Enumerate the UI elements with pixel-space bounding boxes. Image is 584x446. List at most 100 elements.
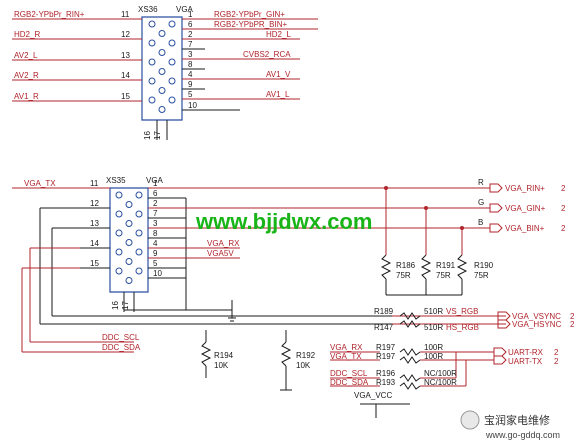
xs36-signal-14: AV2_R (14, 71, 39, 80)
xs35-pin-10: 10 (153, 269, 162, 278)
r190-value: 75R (474, 271, 489, 280)
xs36-signal-1: RGB2-YPbPr_GIN+ (214, 10, 285, 19)
watermark-badge-icon (460, 410, 480, 430)
out-vga-vsync-sheet: 2 (570, 312, 575, 321)
xs35-pin-7: 7 (153, 209, 158, 218)
r197b-value: 100R (424, 352, 443, 361)
connector-pin-dot (135, 210, 143, 218)
xs35-pin-8: 8 (153, 229, 158, 238)
ddc-scl-label: DDC_SCL (102, 333, 140, 342)
output-arrows (489, 183, 511, 365)
r194-ref: R194 (214, 351, 234, 360)
footer-watermark: 宝润家电维修 www.go-gddq.com (460, 410, 560, 440)
xs35-pin-12: 12 (90, 199, 99, 208)
out-vga-bin-sheet: 2 (561, 224, 566, 233)
connector-pin-dot (148, 96, 156, 104)
r191-ref: R191 (436, 261, 456, 270)
xs36-signal-3: CVBS2_RCA (243, 50, 291, 59)
connector-pin-dot (168, 96, 176, 104)
net-ddc-sda: DDC_SDA (330, 378, 369, 387)
connector-pin-dot (158, 30, 166, 37)
xs35-signal-11: VGA_TX (24, 179, 56, 188)
r186-ref: R186 (396, 261, 416, 270)
xs36-signal-11: RGB2-YPbPr_RIN+ (14, 10, 85, 19)
xs36-pin-11: 11 (121, 10, 130, 19)
xs36-pin-7: 7 (188, 40, 193, 49)
xs36-pin-4: 4 (188, 70, 193, 79)
xs36-pin-17: 17 (153, 131, 162, 140)
resistor-symbol (399, 348, 421, 356)
xs36-outline (141, 16, 183, 121)
connector-pin-dot (148, 20, 156, 28)
connector-pin-dot (148, 39, 156, 47)
connector-pin-dot (115, 210, 123, 218)
out-uart-tx: UART-TX (508, 357, 543, 366)
xs36-signal-5: AV1_L (266, 90, 290, 99)
r191-value: 75R (436, 271, 451, 280)
connector-pin-dot (115, 267, 123, 275)
series-resistor-block: R194 10K R192 10K VGA_VCC (21, 207, 506, 418)
port-arrow (493, 355, 507, 365)
r189-ref: R189 (374, 307, 394, 316)
xs36-pin-3: 3 (188, 50, 193, 59)
net-vs-rgb: VS_RGB (446, 307, 478, 316)
xs36-signal-4: AV1_V (266, 70, 291, 79)
resistor-symbol (420, 254, 432, 280)
r186-value: 75R (396, 271, 411, 280)
connector-pin-dot (125, 201, 133, 208)
r193-ref: R193 (376, 378, 396, 387)
xs35-type: VGA (146, 176, 164, 185)
r196-value: NC/100R (424, 369, 457, 378)
resistor-symbol (399, 382, 421, 390)
connector-pin-dot (168, 77, 176, 85)
xs36-pin-14: 14 (121, 71, 130, 80)
r192-ref: R192 (296, 351, 316, 360)
r197-ref: R197 (376, 343, 396, 352)
connector-pin-dot (168, 20, 176, 28)
net-ddc-scl: DDC_SCL (330, 369, 368, 378)
connector-pin-dot (135, 229, 143, 237)
junction-dot (424, 206, 428, 210)
connector-pin-dot (148, 77, 156, 85)
color-label-r: R (478, 178, 484, 187)
junction-dot (460, 226, 464, 230)
rgb-lines (12, 186, 490, 255)
xs35-pin-15: 15 (90, 259, 99, 268)
out-vga-bin: VGA_BIN+ (505, 224, 545, 233)
xs36-pin-13: 13 (121, 51, 130, 60)
xs36-signal-2: HD2_L (266, 30, 291, 39)
xs35-pin-1: 1 (153, 179, 158, 188)
resistor-symbol (399, 320, 421, 328)
xs35-pin-3: 3 (153, 219, 158, 228)
out-uart-tx-sheet: 2 (554, 357, 559, 366)
connector-pin-dot (158, 87, 166, 94)
r147-value: 510R (424, 323, 443, 332)
r193-value: NC/100R (424, 378, 457, 387)
xs35-pin-6: 6 (153, 189, 158, 198)
xs35-pin-11: 11 (90, 179, 99, 188)
out-vga-rin: VGA_RIN+ (505, 184, 545, 193)
resistor-symbol (456, 254, 468, 280)
r196-ref: R196 (376, 369, 396, 378)
xs35-pin-4: 4 (153, 239, 158, 248)
xs36-designator: XS36 (138, 5, 158, 14)
xs35-pin-17: 17 (121, 301, 130, 310)
port-arrow (489, 203, 503, 213)
xs36-connector: XS36 VGA 16 1 (12, 5, 318, 140)
xs35-pin-16: 16 (111, 301, 120, 310)
out-vga-vsync: VGA_VSYNC (512, 312, 561, 321)
out-vga-gin-sheet: 2 (561, 204, 566, 213)
term-resistors: R186 75R R191 75R R190 75R (380, 254, 494, 296)
port-arrow (489, 223, 503, 233)
xs36-signal-15: AV1_R (14, 92, 39, 101)
xs36-pin-10: 10 (188, 101, 197, 110)
connector-pin-dot (168, 39, 176, 47)
out-uart-rx-sheet: 2 (554, 348, 559, 357)
color-label-b: B (478, 218, 483, 227)
out-vga-gin: VGA_GIN+ (505, 204, 546, 213)
resistor-symbol (380, 254, 392, 280)
xs35-connector: XS35 VGA 16 17 (80, 176, 180, 312)
xs35-pin-5: 5 (153, 259, 158, 268)
xs36-signal-13: AV2_L (14, 51, 38, 60)
junction-dot (384, 186, 388, 190)
